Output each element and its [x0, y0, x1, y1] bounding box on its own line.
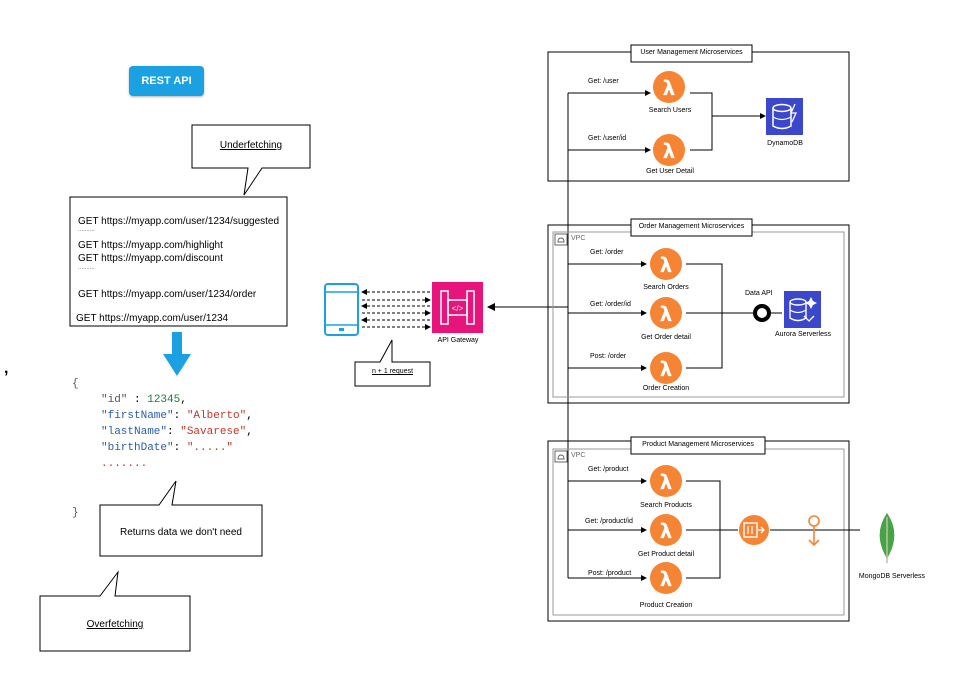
lambda-icon: λ — [650, 352, 682, 384]
returns-data-label: Returns data we don't need — [120, 527, 242, 538]
json-sep: : — [127, 394, 148, 406]
data-api-label: Data API — [745, 290, 773, 297]
product-vpc-box — [552, 448, 845, 616]
svg-text:</>: </> — [452, 304, 464, 313]
lambda-icon: λ — [650, 514, 682, 546]
overfetching-label: Overfetching — [86, 619, 144, 630]
route-label: Get: /order/id — [590, 301, 631, 308]
svg-text:λ: λ — [660, 302, 673, 326]
function-label: Search Users — [648, 107, 692, 114]
overfetching-callout-shape — [39, 570, 191, 652]
vpc-cloud-icon — [554, 233, 568, 246]
route-label: Get: /order — [590, 249, 624, 256]
json-value: "....." — [186, 442, 234, 454]
request-line: GET https://myapp.com/user/1234/order — [78, 289, 257, 300]
json-comma: , — [180, 394, 187, 406]
order-group-title: Order Management Microservices — [638, 223, 745, 230]
mongodb-label: MongoDB Serverless — [858, 573, 926, 580]
svg-text:λ: λ — [663, 139, 676, 163]
down-arrow-icon — [163, 332, 191, 376]
mongodb-leaf-icon — [879, 513, 895, 563]
route-label: Post: /order — [590, 353, 627, 360]
function-label: Get User Detail — [646, 168, 694, 175]
lambda-icon: λ — [650, 562, 682, 594]
function-label: Search Orders — [643, 284, 689, 291]
returns-data-callout-shape — [99, 480, 263, 557]
svg-text:λ: λ — [660, 253, 673, 277]
mobile-device-icon — [324, 283, 359, 336]
connector-icon — [753, 304, 771, 322]
vpc-label: VPC — [571, 452, 586, 459]
json-line-birthdate: "birthDate": "....." — [101, 442, 233, 454]
connector-icon — [808, 515, 820, 547]
json-value: 12345 — [147, 394, 181, 406]
json-line-id: "id" : 12345, — [101, 394, 187, 406]
json-key: "id" — [101, 394, 128, 406]
json-comma: , — [246, 410, 253, 422]
json-sep: : — [173, 442, 187, 454]
lambda-icon: λ — [650, 297, 682, 329]
api-gateway-label: API Gateway — [437, 337, 479, 344]
lambda-icon: λ — [653, 134, 685, 166]
dynamodb-icon — [766, 98, 803, 135]
function-label: Get Product detail — [637, 551, 695, 558]
json-line-firstname: "firstName": "Alberto", — [101, 410, 253, 422]
product-group-title: Product Management Microservices — [642, 441, 754, 448]
json-sep: : — [167, 426, 181, 438]
lambda-icon: λ — [650, 248, 682, 280]
json-key: "birthDate" — [101, 442, 174, 454]
json-key: "firstName" — [101, 410, 174, 422]
svg-text:λ: λ — [660, 470, 673, 494]
aurora-label: Aurora Serverless — [774, 331, 832, 338]
request-arrows — [361, 289, 431, 330]
queue-icon — [739, 515, 769, 545]
request-line: GET https://myapp.com/user/1234 — [76, 313, 229, 324]
svg-text:λ: λ — [663, 76, 676, 100]
requests-box — [69, 196, 288, 327]
request-line: GET https://myapp.com/highlight — [78, 240, 223, 251]
svg-text:λ: λ — [660, 567, 673, 591]
lambda-icon: λ — [650, 465, 682, 497]
function-label: Get Order detail — [641, 334, 691, 341]
json-key: "lastName" — [101, 426, 168, 438]
function-label: Product Creation — [639, 602, 693, 609]
json-ellipsis: ....... — [101, 458, 148, 470]
route-label: Get: /user/id — [588, 135, 627, 142]
rest-api-button[interactable]: REST API — [129, 66, 204, 96]
json-line-lastname: "lastName": "Savarese", — [101, 426, 253, 438]
json-close-brace: } — [72, 507, 79, 519]
svg-text:λ: λ — [660, 519, 673, 543]
request-line: GET https://myapp.com/user/1234/suggeste… — [78, 216, 280, 227]
json-comma: , — [246, 426, 253, 438]
request-line: .......... — [78, 227, 95, 233]
user-group-box — [547, 51, 850, 182]
lambda-icon: λ — [653, 71, 685, 103]
svg-text:λ: λ — [660, 357, 673, 381]
n-plus-one-label: n + 1 request — [371, 368, 414, 375]
route-label: Post: /product — [588, 570, 632, 577]
stray-comma: , — [4, 360, 9, 377]
dynamodb-label: DynamoDB — [767, 140, 803, 147]
api-gateway-icon: </> — [432, 282, 483, 333]
json-open-brace: { — [72, 378, 79, 390]
vpc-label: VPC — [571, 235, 586, 242]
function-label: Search Products — [640, 502, 692, 509]
underfetching-label: Underfetching — [219, 140, 283, 151]
json-value: "Savarese" — [180, 426, 247, 438]
underfetching-callout-shape — [191, 124, 311, 196]
request-line: .......... — [78, 265, 95, 271]
vpc-cloud-icon — [554, 450, 568, 463]
json-sep: : — [173, 410, 187, 422]
n-plus-one-callout-shape — [354, 339, 431, 387]
route-label: Get: /product — [588, 466, 629, 473]
route-label: Get: /user — [588, 78, 619, 85]
route-label: Get: /product/id — [585, 518, 633, 525]
function-label: Order Creation — [642, 385, 690, 392]
json-value: "Alberto" — [186, 410, 247, 422]
aurora-icon — [784, 291, 821, 328]
user-group-title: User Management Microservices — [640, 49, 743, 56]
request-line: GET https://myapp.com/discount — [78, 253, 223, 264]
